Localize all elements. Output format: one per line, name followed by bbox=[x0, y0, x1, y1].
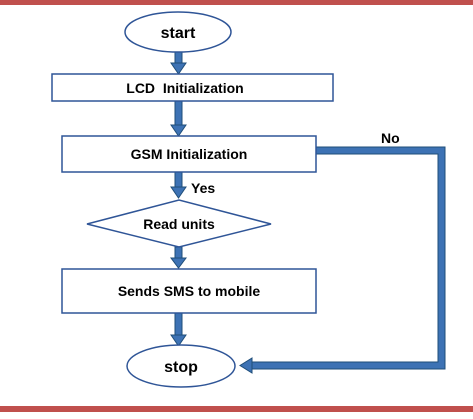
arrow-lcd-to-gsm bbox=[170, 100, 187, 137]
read-units-label: Read units bbox=[143, 216, 215, 232]
arrow-sms-to-stop bbox=[170, 312, 187, 347]
yes-edge-label: Yes bbox=[191, 180, 215, 196]
arrow-gsm-to-read bbox=[170, 171, 187, 199]
lcd-init-label: LCD Initialization bbox=[126, 80, 243, 96]
top-border-bar bbox=[0, 0, 473, 5]
stop-node bbox=[126, 344, 236, 388]
start-node bbox=[124, 11, 232, 53]
gsm-init-node bbox=[61, 135, 317, 173]
start-node-label: start bbox=[161, 25, 196, 42]
gsm-init-label: GSM Initialization bbox=[131, 146, 248, 162]
read-units-decision bbox=[86, 199, 272, 248]
send-sms-label: Sends SMS to mobile bbox=[118, 283, 261, 299]
arrow-read-to-sms bbox=[170, 246, 187, 269]
no-edge-label: No bbox=[381, 130, 400, 146]
bottom-border-bar bbox=[0, 406, 473, 412]
lcd-init-node bbox=[51, 73, 334, 102]
send-sms-node bbox=[61, 268, 317, 314]
arrow-start-to-lcd bbox=[170, 48, 187, 75]
stop-node-label: stop bbox=[164, 359, 198, 376]
arrow-gsm-no-to-stop bbox=[239, 146, 446, 374]
